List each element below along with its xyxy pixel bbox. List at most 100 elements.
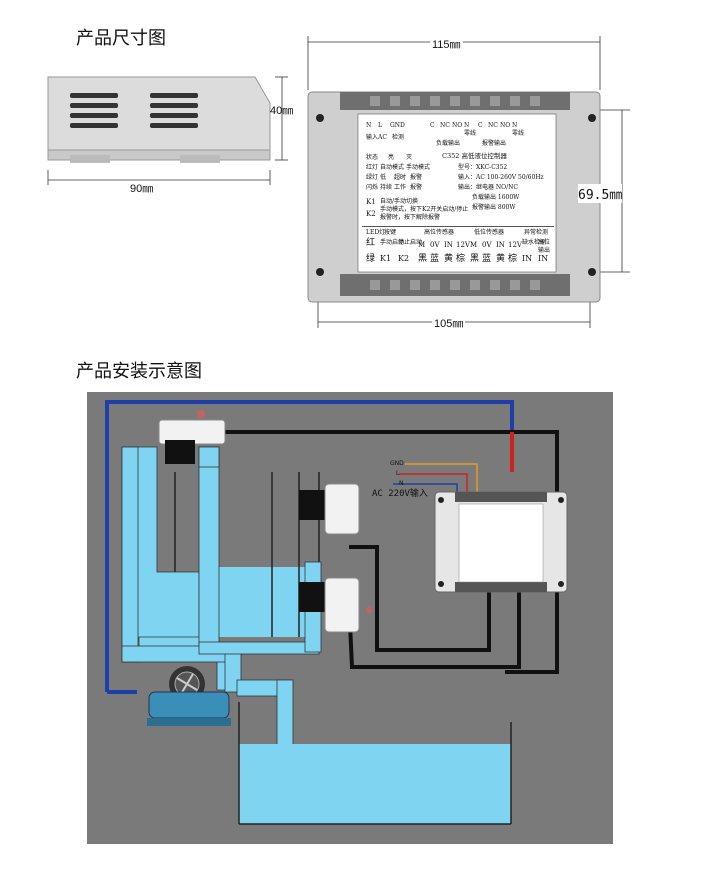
terminal-grid: LED灯 按键 高位传感器 低位传感器 异常检测 红 手动启动 停止启动 M 0… (362, 226, 554, 269)
section-title-installation: 产品安装示意图 (76, 361, 202, 382)
grid-b-3: 黑 (418, 254, 428, 264)
top-sensor (158, 410, 226, 464)
terminal-n: N (366, 122, 372, 129)
grid-b-7: 黑 (470, 254, 480, 264)
grid-b-8: 蓝 (482, 254, 492, 264)
wire-l-label: L (396, 470, 400, 477)
grid-a-7: M (470, 241, 478, 249)
terminal-l: L (378, 122, 382, 129)
status-blink: 闪烁 (366, 184, 379, 191)
wire-n-label: N (399, 480, 404, 487)
mount-hole-icon (316, 268, 324, 276)
grid-h-abnormal: 异常检测 (524, 229, 549, 236)
dim-small-height: 40㎜ (270, 105, 294, 117)
grid-b-0: 绿 (366, 254, 376, 264)
k1-label: K1 (366, 198, 376, 206)
zero-label-2: 零线 (512, 130, 525, 137)
status-off: 灭 (406, 154, 413, 161)
detect-label: 检测 (392, 134, 405, 141)
grid-h-low: 低位传感器 (474, 229, 505, 236)
grid-a-0: 红 (366, 238, 376, 248)
grid-h-high: 高位传感器 (424, 229, 455, 236)
relay-n-1: N (464, 122, 470, 129)
dim-right-height: 69.5㎜ (578, 184, 623, 203)
k2-desc-a: 手动模式，按下K2开关启动/停止 (380, 206, 469, 213)
side-view-drawing (47, 76, 288, 185)
terminal-gnd: GND (390, 122, 405, 129)
water-pump (147, 666, 231, 726)
wire-gnd-label: GND (390, 460, 404, 467)
ac-input-label: AC 220V输入 (372, 489, 428, 499)
controller-enclosure (307, 91, 601, 303)
status-manual: 手动模式 (406, 164, 431, 171)
k1-desc: 自动/手动切换 (380, 198, 419, 205)
grid-b-10: 棕 (508, 254, 518, 264)
mount-hole-icon (316, 114, 324, 122)
grid-b-11: IN (522, 254, 533, 263)
status-red: 红灯 (366, 164, 379, 171)
grid-a-2: 停止启动 (398, 239, 423, 246)
grid-h-key: 按键 (384, 229, 397, 236)
controller-label-panel: N L GND 输入AC 检测 C NC NO N 零线 C NC NO N 零… (362, 118, 554, 268)
installation-diagram (87, 392, 613, 844)
status-work: 工作 (394, 184, 407, 191)
output-line: 输出：继电器 NO/NC (458, 184, 518, 191)
grid-b-12: IN (538, 254, 549, 263)
relay-no-1: NO (452, 122, 463, 129)
mount-hole-icon (588, 114, 596, 122)
dim-small-width: 90㎜ (130, 183, 154, 195)
mount-hole-icon (588, 268, 596, 276)
input-ac-label: 输入AC (366, 134, 387, 141)
high-level-sensor (299, 483, 360, 535)
relay-nc-1: NC (440, 122, 450, 129)
alarm-output-label: 报警输出 (482, 140, 507, 147)
status-alarm2: 报警 (410, 184, 423, 191)
model-line: 型号：XKC-C352 (458, 164, 508, 171)
grid-b-6: 棕 (456, 254, 466, 264)
grid-h-led: LED灯 (366, 229, 386, 236)
grid-b-4: 蓝 (430, 254, 440, 264)
relay-n-2: N (512, 122, 518, 129)
dim-bottom-width: 105㎜ (432, 315, 466, 331)
grid-b-1: K1 (380, 254, 392, 263)
grid-a-3: M (418, 241, 426, 249)
low-level-sensor (299, 577, 372, 633)
grid-a-8: 0V (482, 241, 492, 249)
grid-b-2: K2 (398, 254, 410, 263)
dim-top-width: 115㎜ (430, 36, 463, 52)
status-steady: 持续 (380, 184, 393, 191)
relay-no-2: NO (500, 122, 511, 129)
status-on: 亮 (388, 154, 395, 161)
status-green: 绿灯 (366, 174, 379, 181)
grid-b-5: 黄 (444, 254, 454, 264)
top-view-drawing (307, 36, 630, 328)
alarm-power: 报警输出 800W (472, 204, 516, 211)
relay-c-1: C (430, 122, 435, 129)
relay-nc-2: NC (488, 122, 498, 129)
k2-label: K2 (366, 210, 376, 218)
model-title: C352 高低液位控制器 (442, 152, 507, 160)
controller-board (434, 491, 568, 593)
grid-a-5: IN (444, 241, 453, 249)
grid-a-10: 12V (508, 241, 522, 249)
load-power: 负载输出 1600W (472, 194, 520, 201)
grid-b-9: 黄 (496, 254, 506, 264)
load-output-label: 负载输出 (436, 140, 461, 147)
grid-a-9: IN (496, 241, 505, 249)
grid-a-1: 手动启动 (380, 239, 405, 246)
status-timeout: 超时 (394, 174, 407, 181)
input-line: 输入：AC 100-260V 50/60Hz (458, 174, 544, 181)
zero-label-1: 零线 (464, 130, 477, 137)
k2-desc-b: 报警时，按下解除报警 (380, 214, 441, 221)
status-low: 低 (380, 174, 387, 181)
lower-tank (238, 702, 512, 825)
grid-a-4: 0V (430, 241, 440, 249)
grid-a-6: 12V (456, 241, 470, 249)
grid-a-11: 缺水检测 (522, 239, 547, 246)
status-header: 状态 (366, 154, 379, 161)
side-view-enclosure (47, 76, 271, 163)
status-alarm: 报警 (410, 174, 423, 181)
relay-c-2: C (478, 122, 483, 129)
grid-a-12: 高位输出 (538, 239, 551, 254)
section-title-dimensions: 产品尺寸图 (76, 28, 166, 49)
